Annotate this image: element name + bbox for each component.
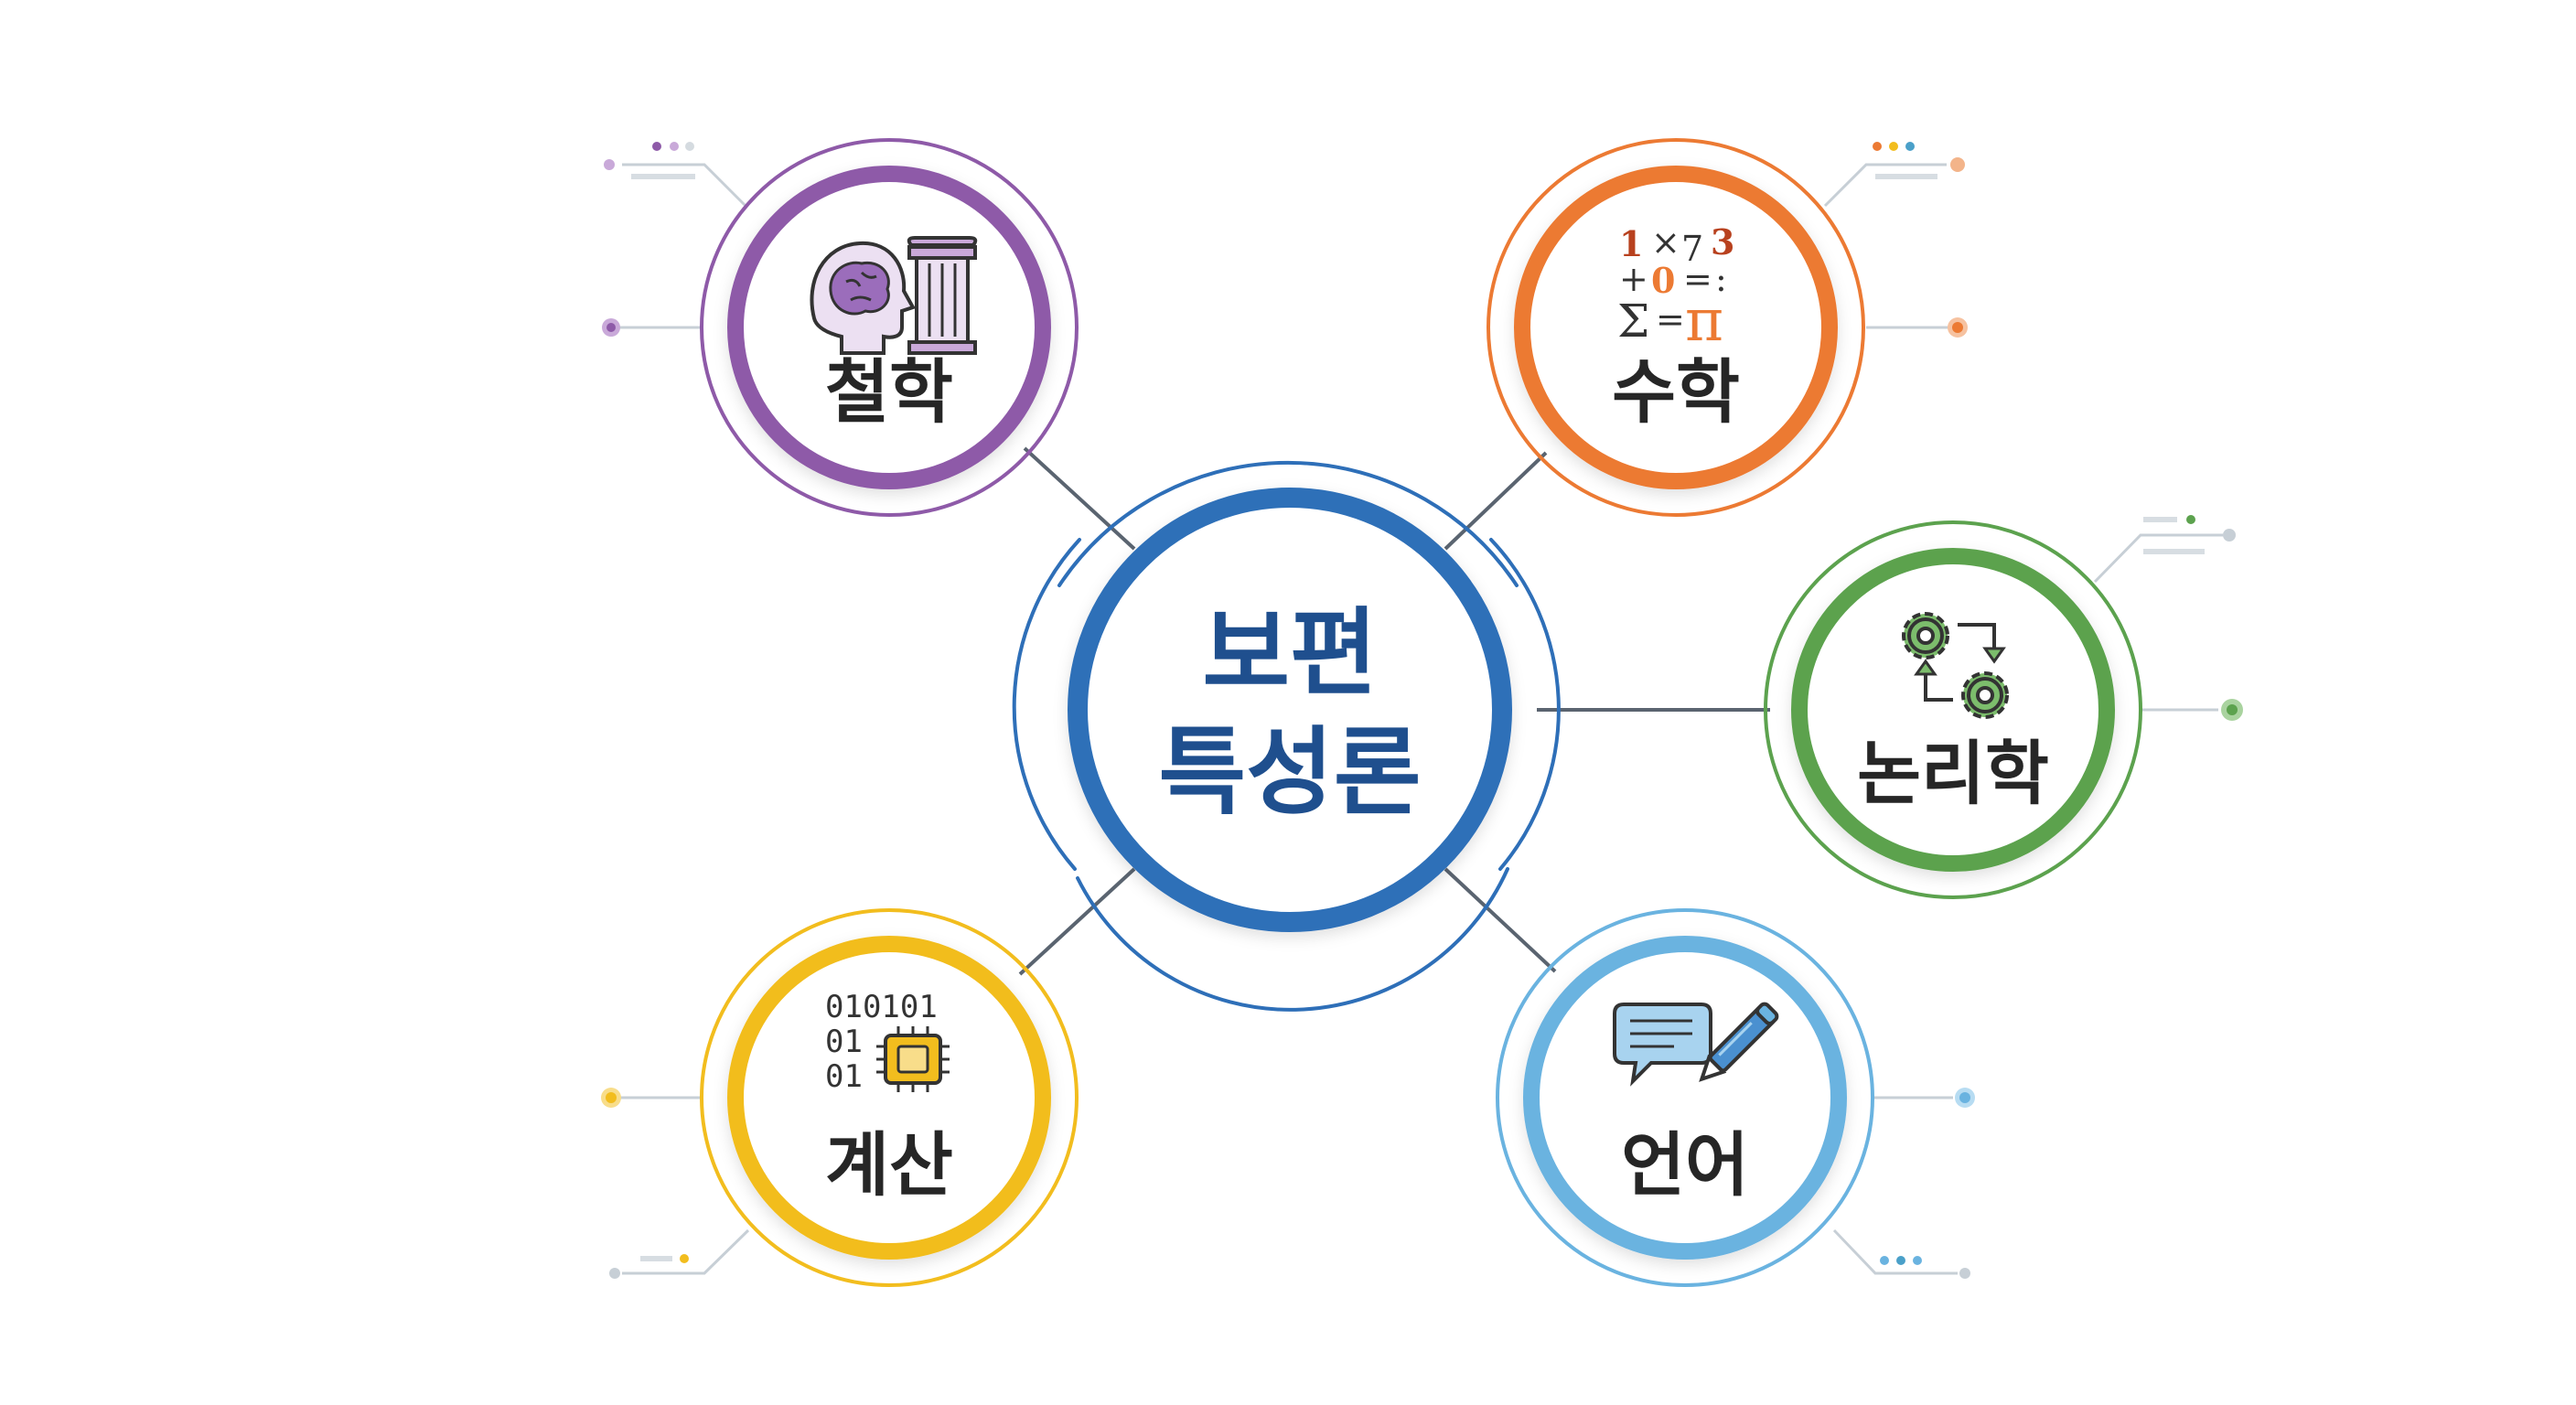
center-arc-right: [1489, 538, 1561, 871]
brain-head-icon: [810, 241, 916, 355]
node-computation-label: 계산: [825, 1124, 953, 1206]
connectors: [1018, 446, 1770, 976]
svg-text:Σ: Σ: [1617, 295, 1649, 348]
node-computation-ring: [727, 936, 1051, 1260]
svg-text:×: ×: [1651, 222, 1680, 263]
connector-language: [1444, 867, 1557, 973]
node-philosophy: 철학: [700, 138, 1079, 517]
pillar-icon: [907, 236, 978, 355]
svg-text:7: 7: [1681, 229, 1703, 269]
node-computation: 010101 01 01 계산: [700, 908, 1079, 1287]
svg-text:01: 01: [825, 1024, 863, 1060]
node-philosophy-label: 철학: [825, 351, 953, 433]
svg-text:=: =: [1683, 259, 1712, 299]
connector-philosophy: [1023, 446, 1136, 551]
center-arc-bottom: [1076, 867, 1509, 1012]
math-symbols-icon: 1 × 7 3 + 0 = : Σ = π: [1617, 221, 1734, 355]
node-language: 언어: [1496, 908, 1874, 1287]
node-mathematics-label: 수학: [1612, 351, 1740, 433]
svg-text:01: 01: [825, 1058, 863, 1095]
center-title-line2: 특성론: [1158, 716, 1421, 828]
svg-text:010101: 010101: [825, 989, 938, 1025]
deco-computation: [601, 1088, 750, 1279]
node-mathematics-outer-ring: [1487, 138, 1865, 517]
connector-computation: [1018, 867, 1136, 976]
node-mathematics: 1 × 7 3 + 0 = : Σ = π 수학: [1487, 138, 1865, 517]
svg-text:1: 1: [1619, 223, 1643, 264]
gears-cycle-icon: [1902, 612, 2009, 719]
deco-language: [1832, 1088, 1975, 1279]
center-arc-left: [1012, 538, 1081, 871]
deco-philosophy: [602, 142, 747, 337]
node-mathematics-ring: [1514, 166, 1838, 489]
node-philosophy-outer-ring: [700, 138, 1079, 517]
node-logic-label: 논리학: [1857, 733, 2049, 814]
speech-pen-icon: [1613, 1002, 1779, 1087]
center-title-line1: 보편: [1202, 597, 1377, 709]
binary-chip-icon: 010101 01 01: [825, 989, 950, 1095]
svg-text:0: 0: [1651, 260, 1675, 301]
center-node: 보편 특성론: [1012, 460, 1561, 1012]
node-language-outer-ring: [1496, 908, 1874, 1287]
node-language-label: 언어: [1621, 1124, 1749, 1206]
node-logic: 논리학: [1764, 520, 2142, 899]
connector-mathematics: [1444, 451, 1548, 551]
svg-text:+: +: [1619, 259, 1648, 299]
deco-mathematics: [1823, 142, 1968, 338]
svg-text:=: =: [1656, 299, 1685, 339]
decorative-lines: [601, 142, 2243, 1279]
node-computation-outer-ring: [700, 908, 1079, 1287]
center-arc-top: [1057, 460, 1519, 587]
svg-text::: :: [1715, 259, 1727, 299]
svg-text:π: π: [1685, 287, 1723, 355]
center-ring: [1068, 488, 1512, 932]
svg-text:3: 3: [1711, 221, 1734, 263]
node-logic-ring: [1791, 548, 2115, 872]
node-logic-outer-ring: [1764, 520, 2142, 899]
deco-logic: [2093, 515, 2243, 721]
